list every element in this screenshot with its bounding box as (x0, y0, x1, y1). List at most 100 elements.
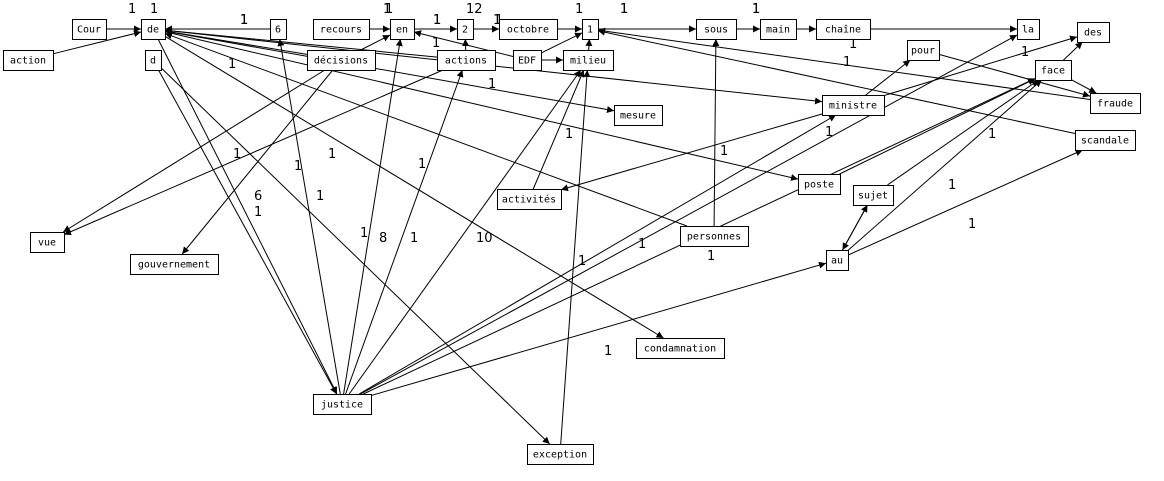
node-label: sous (704, 25, 728, 36)
edge-justice-to-milieu (348, 69, 582, 395)
edge-line (157, 38, 338, 395)
node-box (457, 19, 474, 40)
node-decisions[interactable]: décisions (307, 50, 376, 71)
edge-personnes-to-de (164, 32, 688, 227)
edge-face-to-fraude (1070, 79, 1097, 94)
edge-weight-label: 1 (752, 2, 760, 17)
node-main[interactable]: main (760, 19, 797, 40)
node-box (313, 394, 372, 415)
node-pour[interactable]: pour (907, 40, 940, 61)
node-personnes[interactable]: personnes (680, 226, 749, 247)
node-milieu[interactable]: milieu (563, 50, 614, 71)
edge-line (938, 53, 1091, 98)
node-octobre[interactable]: octobre (499, 19, 558, 40)
node-label: au (831, 256, 843, 267)
edge-weight-label: 1 (843, 55, 851, 70)
edge-weight-label: 1 (988, 127, 996, 142)
node-label: chaîne (825, 24, 861, 36)
node-label: exception (533, 450, 587, 461)
edge-line (345, 69, 464, 395)
node-box (30, 232, 65, 253)
edge-line (360, 34, 391, 51)
node-cour[interactable]: Cour (72, 19, 107, 40)
node-mesure[interactable]: mesure (614, 105, 663, 126)
node-au[interactable]: au (826, 250, 849, 271)
node-n6[interactable]: 6 (270, 19, 287, 40)
edge-scandale-to-n1 (597, 28, 1076, 135)
node-d[interactable]: d (145, 50, 162, 71)
node-box (437, 50, 496, 71)
node-face[interactable]: face (1035, 60, 1072, 81)
edge-weight-label: 1 (432, 36, 440, 51)
edge-line (1063, 41, 1083, 61)
edge-weight-label: 1 (240, 13, 248, 28)
edge-line (560, 69, 591, 445)
edge-weight-label: 1 (493, 13, 501, 28)
node-label: gouvernement (138, 260, 210, 271)
edge-au-to-face (847, 79, 1042, 251)
edge-weight-label: 10 (476, 231, 493, 246)
node-n1[interactable]: 1 (582, 19, 599, 40)
node-label: 6 (275, 25, 281, 36)
node-edf[interactable]: EDF (513, 50, 542, 71)
edge-weight-label: 1 (620, 2, 628, 17)
node-scandale[interactable]: scandale (1075, 130, 1136, 151)
edge-sujet-to-face (887, 79, 1039, 186)
node-box (1017, 19, 1040, 40)
edge-line (164, 31, 799, 181)
weight-label: 1 (752, 2, 760, 17)
edge-line (164, 30, 615, 113)
node-label: sujet (858, 191, 888, 202)
node-chaine[interactable]: chaîne (816, 19, 871, 40)
node-label: 1 (587, 25, 593, 36)
weight-label: 1 (707, 249, 715, 264)
node-exception[interactable]: exception (527, 444, 594, 465)
edge-weight-label: 1 (254, 205, 262, 220)
node-box (614, 105, 663, 126)
edge-line (865, 59, 911, 96)
edge-pour-to-fraude (938, 53, 1091, 98)
edge-weight-label: 1 (968, 217, 976, 232)
node-ministre[interactable]: ministre (822, 95, 885, 116)
node-gouvernement[interactable]: gouvernement (130, 254, 219, 275)
node-la[interactable]: la (1017, 19, 1040, 40)
node-actions[interactable]: actions (437, 50, 496, 71)
node-action[interactable]: action (3, 50, 54, 71)
edge-weight-label: 1 (948, 178, 956, 193)
edge-weight-label: 1 (638, 237, 646, 252)
node-sujet[interactable]: sujet (853, 185, 894, 206)
edge-line (160, 67, 551, 445)
node-sous[interactable]: sous (696, 19, 737, 40)
edge-de-to-poste (164, 31, 799, 181)
node-recours[interactable]: recours (313, 19, 370, 40)
node-box (1075, 130, 1136, 151)
node-en[interactable]: en (390, 19, 415, 40)
node-poste[interactable]: poste (798, 174, 841, 195)
node-activites[interactable]: activités (497, 189, 562, 210)
weight-label: 1 (360, 226, 368, 241)
weight-label: 1 (488, 77, 496, 92)
node-label: face (1041, 66, 1065, 77)
node-n2[interactable]: 2 (457, 19, 474, 40)
node-box (499, 19, 558, 40)
edge-au-to-scandale (847, 149, 1083, 256)
node-condamnation[interactable]: condamnation (636, 338, 725, 359)
node-fraude[interactable]: fraude (1090, 93, 1141, 114)
node-box (390, 19, 415, 40)
edge-weight-label: 6 (254, 189, 262, 204)
edge-poste-to-face (839, 78, 1036, 175)
edge-weight-label: 1 (228, 57, 236, 72)
node-vue[interactable]: vue (30, 232, 65, 253)
edge-line (348, 69, 582, 395)
node-box (270, 19, 287, 40)
edge-decisions-to-gouvernement (181, 69, 334, 255)
edge-weight-label: 1 (1021, 45, 1029, 60)
node-box (313, 19, 370, 40)
edge-weight-label: 1 (433, 13, 441, 28)
node-de[interactable]: de (141, 19, 166, 40)
node-des[interactable]: des (1077, 22, 1110, 43)
edge-line (343, 38, 403, 395)
node-label: Cour (77, 25, 101, 36)
weight-label: 1 (620, 2, 628, 17)
node-justice[interactable]: justice (313, 394, 372, 415)
